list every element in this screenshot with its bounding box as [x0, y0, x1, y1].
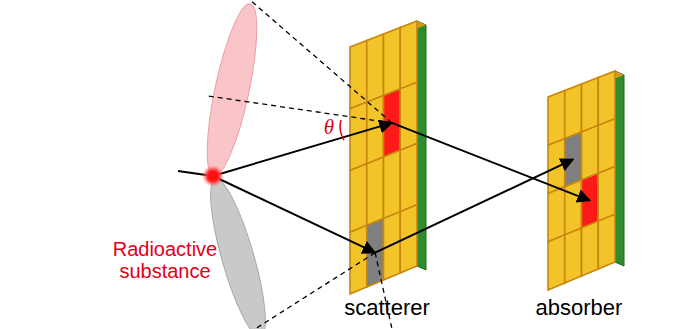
angle-label: θ	[318, 116, 340, 139]
detector-cell	[350, 102, 367, 170]
radioactive-source-core	[208, 171, 218, 181]
scatterer-label: scatterer	[322, 296, 452, 320]
detector-cell	[565, 180, 582, 235]
detector-cell	[565, 84, 582, 139]
cone-line	[208, 96, 392, 123]
detector-cell	[350, 164, 367, 233]
detector-cell	[582, 173, 599, 228]
detector-cell	[582, 125, 599, 180]
absorber-panel	[548, 71, 624, 290]
angle-arc	[340, 120, 344, 140]
detector-cell	[548, 91, 565, 146]
detector-cell	[384, 150, 401, 218]
detector-cell	[548, 187, 565, 242]
scatterer-panel	[350, 21, 426, 294]
radioactive-source	[202, 165, 224, 187]
detector-cell	[400, 144, 417, 212]
detector-cell	[367, 34, 384, 102]
detector-cell	[598, 214, 615, 269]
detector-cell	[598, 119, 615, 174]
gamma-ray	[213, 123, 392, 176]
cone-line	[250, 0, 392, 123]
detector-cell	[548, 235, 565, 290]
detector-cell	[565, 228, 582, 283]
detector-cell	[582, 78, 599, 133]
panel-side	[615, 71, 624, 266]
absorber-label: absorber	[514, 296, 644, 320]
detector-cell	[598, 71, 615, 125]
detector-cell	[400, 21, 417, 89]
detector-cell	[598, 167, 615, 222]
scattered-ray	[392, 123, 590, 201]
gamma-ray	[213, 176, 375, 253]
detector-cell	[367, 157, 384, 225]
detector-cell	[400, 82, 417, 150]
detector-cell	[384, 28, 401, 96]
scattered-ray	[375, 159, 573, 252]
source-label: Radioactive substance	[100, 238, 230, 282]
detector-cell	[582, 221, 599, 276]
cone-ellipse-red	[197, 0, 267, 179]
